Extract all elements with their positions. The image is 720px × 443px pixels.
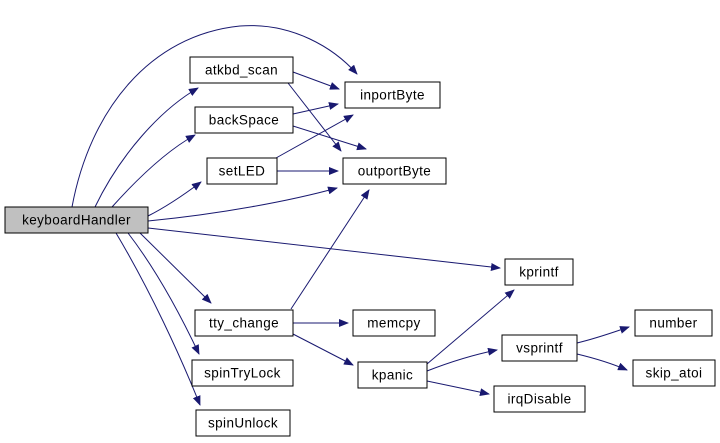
node-label-memcpy: memcpy (367, 316, 420, 331)
edge-keyboardHandler-to-atkbd_scan (94, 87, 199, 208)
node-label-atkbd_scan: atkbd_scan (205, 63, 278, 78)
node-label-outportByte: outportByte (358, 164, 431, 179)
edge-kpanic-to-irqDisable (426, 380, 490, 397)
node-label-irqDisable: irqDisable (507, 392, 571, 407)
node-label-keyboardHandler: keyboardHandler (22, 213, 131, 228)
edge-tty_change-to-outportByte (290, 189, 370, 310)
node-spinUnlock[interactable]: spinUnlock (195, 409, 291, 437)
edge-kpanic-to-kprintf (426, 289, 515, 365)
node-label-kprintf: kprintf (519, 265, 559, 280)
node-box-outportByte (342, 157, 447, 185)
edge-vsprintf-to-skip_atoi (576, 353, 628, 371)
node-backSpace[interactable]: backSpace (194, 106, 294, 134)
edge-atkbd_scan-to-outportByte (287, 82, 342, 152)
node-outportByte[interactable]: outportByte (342, 157, 447, 185)
edge-keyboardHandler-to-outportByte (147, 186, 338, 222)
node-box-keyboardHandler (4, 206, 149, 234)
node-box-skip_atoi (632, 359, 716, 387)
edge-setLED-to-inportByte (275, 114, 354, 159)
node-label-vsprintf: vsprintf (516, 341, 563, 356)
edge-vsprintf-to-number (576, 326, 630, 344)
node-box-spinUnlock (195, 409, 291, 437)
node-label-backSpace: backSpace (209, 113, 279, 128)
node-kpanic[interactable]: kpanic (357, 361, 428, 389)
node-box-backSpace (194, 106, 294, 134)
node-box-memcpy (352, 309, 436, 337)
node-spinTryLock[interactable]: spinTryLock (191, 359, 294, 387)
edge-keyboardHandler-to-backSpace (111, 134, 196, 208)
edge-atkbd_scan-to-inportByte (292, 71, 340, 90)
node-box-irqDisable (493, 385, 586, 413)
node-label-spinUnlock: spinUnlock (208, 416, 278, 431)
node-tty_change[interactable]: tty_change (194, 309, 294, 337)
node-inportByte[interactable]: inportByte (344, 81, 441, 109)
edge-keyboardHandler-to-setLED (147, 181, 202, 217)
node-box-spinTryLock (191, 359, 294, 387)
edge-keyboardHandler-to-inportByte (71, 25, 358, 208)
node-label-tty_change: tty_change (209, 316, 279, 331)
node-box-kprintf (504, 258, 574, 286)
edge-keyboardHandler-to-spinUnlock (115, 232, 201, 406)
node-box-number (634, 309, 713, 337)
node-label-inportByte: inportByte (360, 88, 425, 103)
node-keyboardHandler[interactable]: keyboardHandler (4, 206, 149, 234)
node-label-kpanic: kpanic (372, 368, 413, 383)
node-number[interactable]: number (634, 309, 713, 337)
edge-backSpace-to-outportByte (292, 125, 367, 151)
node-label-skip_atoi: skip_atoi (646, 366, 703, 381)
node-skip_atoi[interactable]: skip_atoi (632, 359, 716, 387)
node-label-setLED: setLED (219, 164, 266, 179)
edge-keyboardHandler-to-kprintf (147, 227, 501, 271)
node-box-tty_change (194, 309, 294, 337)
edge-keyboardHandler-to-spinTryLock (127, 232, 200, 355)
node-vsprintf[interactable]: vsprintf (501, 334, 578, 362)
node-irqDisable[interactable]: irqDisable (493, 385, 586, 413)
node-atkbd_scan[interactable]: atkbd_scan (189, 56, 294, 84)
node-box-inportByte (344, 81, 441, 109)
node-setLED[interactable]: setLED (206, 157, 278, 185)
node-box-vsprintf (501, 334, 578, 362)
edge-kpanic-to-vsprintf (426, 347, 498, 372)
node-box-atkbd_scan (189, 56, 294, 84)
edge-backSpace-to-inportByte (292, 102, 339, 115)
node-box-setLED (206, 157, 278, 185)
node-memcpy[interactable]: memcpy (352, 309, 436, 337)
node-kprintf[interactable]: kprintf (504, 258, 574, 286)
edge-keyboardHandler-to-tty_change (139, 232, 212, 304)
node-label-number: number (649, 316, 697, 331)
node-label-spinTryLock: spinTryLock (204, 366, 281, 381)
edge-tty_change-to-kpanic (292, 333, 354, 366)
node-box-kpanic (357, 361, 428, 389)
